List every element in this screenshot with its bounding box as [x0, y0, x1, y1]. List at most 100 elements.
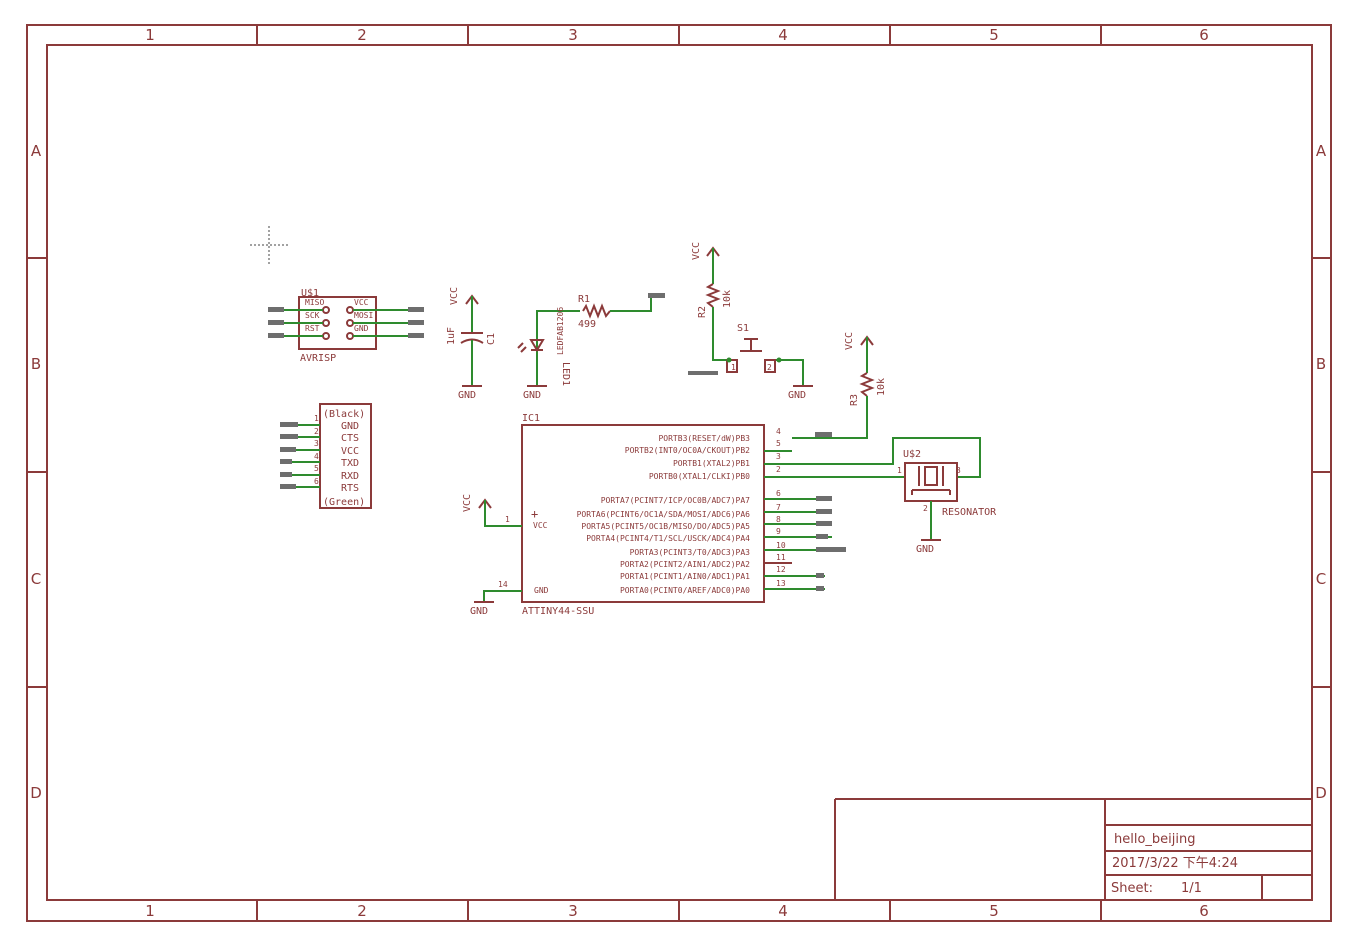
pin-label: RXD: [341, 471, 359, 482]
row-label: B: [1316, 355, 1326, 373]
pin-label: VCC: [341, 446, 359, 457]
component-led1[interactable]: LEDFAB1206 LED1 GND: [517, 307, 580, 401]
col-label: 1: [145, 26, 155, 44]
pin-number: 1: [897, 466, 902, 475]
col-label: 2: [357, 902, 367, 920]
pin-label: RST: [305, 324, 320, 333]
ref-label: C1: [486, 333, 497, 345]
col-label: 3: [568, 902, 578, 920]
col-label: 5: [989, 26, 999, 44]
net-label: VCC: [462, 494, 473, 512]
component-capacitor-c1[interactable]: VCC 1uF C1 GND: [446, 287, 497, 401]
pin-number: 6: [776, 489, 781, 498]
gnd-label: GND: [916, 544, 934, 555]
pin-number: 1: [731, 363, 736, 372]
pin-label: CTS: [341, 433, 359, 444]
component-ftdi-header[interactable]: (Black) (Green) GND CTS VCC TXD RXD RTS …: [280, 403, 372, 509]
component-ic1-attiny44[interactable]: IC1 ATTINY44-SSU + VCC GND 1 14 VCC GND …: [462, 413, 981, 617]
row-labels-left: A B C D: [30, 142, 42, 802]
ref-label: R3: [849, 394, 860, 406]
pin-label: GND: [341, 421, 359, 432]
pin-number: 3: [956, 466, 961, 475]
pin-label: VCC: [354, 298, 369, 307]
col-label: 3: [568, 26, 578, 44]
pin-label: MISO: [305, 298, 324, 307]
pin-number: 14: [498, 580, 508, 589]
pin-number: 2: [767, 363, 772, 372]
row-label: A: [31, 142, 42, 160]
pin-number: 1: [505, 515, 510, 524]
gnd-label: GND: [788, 390, 806, 401]
value-label: LEDFAB1206: [556, 307, 565, 355]
mcu-pin-names: PORTB3(RESET/dW)PB3 PORTB2(INT0/OC0A/CKO…: [577, 434, 751, 595]
value-label: 10k: [876, 378, 887, 396]
ref-label: R1: [578, 294, 590, 305]
pin-number: 4: [314, 452, 319, 461]
value-label: RESONATOR: [942, 507, 997, 518]
pin-number: 12: [776, 565, 786, 574]
value-label: ATTINY44-SSU: [522, 606, 594, 617]
component-resonator[interactable]: U$2 RESONATOR 1 2 3 GND: [897, 449, 997, 555]
pin-label: PORTA0(PCINT0/AREF/ADC0)PA0: [620, 586, 750, 595]
pin-label: TXD: [341, 458, 359, 469]
pin-label: VCC: [533, 521, 548, 530]
col-label: 1: [145, 902, 155, 920]
col-label: 6: [1199, 26, 1209, 44]
ftdi-bottom-label: (Green): [323, 497, 365, 508]
column-labels-bottom: 1 2 3 4 5 6: [145, 902, 1209, 920]
column-dividers: [256, 25, 1102, 921]
ref-label: S1: [737, 323, 749, 334]
pin-label: SCK: [305, 311, 320, 320]
ref-label: U$1: [301, 288, 319, 299]
col-label: 5: [989, 902, 999, 920]
pin-label: MOSI: [354, 311, 373, 320]
ref-label: R2: [697, 306, 708, 318]
value-label: 499: [578, 319, 596, 330]
col-label: 4: [778, 902, 788, 920]
ref-label: IC1: [522, 413, 540, 424]
mcu-pin-numbers: 4 5 3 2 6 7 8 9 10 11 12 13: [776, 427, 786, 588]
row-label: D: [30, 784, 42, 802]
pin-label: GND: [534, 586, 549, 595]
net-label: VCC: [844, 332, 855, 350]
pin-number: 3: [776, 452, 781, 461]
component-resistor-r3[interactable]: VCC R3 10k: [792, 332, 887, 439]
pin-number: 8: [776, 515, 781, 524]
pin-label: PORTA6(PCINT6/OC1A/SDA/MOSI/ADC6)PA6: [577, 510, 751, 519]
mcu-pin-wires: [764, 450, 846, 591]
row-label: D: [1315, 784, 1327, 802]
pin-label: PORTB1(XTAL2)PB1: [673, 459, 750, 468]
component-resistor-r2[interactable]: VCC R2 10k: [691, 242, 733, 318]
crosshair-cursor-icon: [250, 226, 290, 266]
value-label: 10k: [722, 290, 733, 308]
pin-number: 5: [776, 439, 781, 448]
pin-label: PORTB0(XTAL1/CLKI)PB0: [649, 472, 750, 481]
pin-number: 7: [776, 503, 781, 512]
gnd-label: GND: [470, 606, 488, 617]
pin-label: GND: [354, 324, 369, 333]
net-label: VCC: [691, 242, 702, 260]
pin-number: 13: [776, 579, 786, 588]
row-dividers: [27, 257, 1331, 688]
ref-label: LED1: [560, 362, 571, 386]
component-switch-s1[interactable]: S1 1 2 GND: [688, 307, 813, 401]
pin-number: 2: [314, 427, 319, 436]
component-avrisp[interactable]: U$1 AVRISP MISO SCK RST VCC MOSI GND: [268, 288, 424, 364]
pin-number: 9: [776, 527, 781, 536]
sheet-label: Sheet:: [1111, 881, 1153, 896]
pin-label: PORTA2(PCINT2/AIN1/ADC2)PA2: [620, 560, 750, 569]
pin-label: PORTA3(PCINT3/T0/ADC3)PA3: [630, 548, 751, 557]
pin-label: PORTB2(INT0/OC0A/CKOUT)PB2: [625, 446, 750, 455]
row-label: C: [1316, 570, 1326, 588]
column-labels-top: 1 2 3 4 5 6: [145, 26, 1209, 44]
pin-label: RTS: [341, 483, 359, 494]
component-resistor-r1[interactable]: R1 499: [578, 293, 665, 330]
pin-label: PORTA7(PCINT7/ICP/OC0B/ADC7)PA7: [601, 496, 750, 505]
col-label: 6: [1199, 902, 1209, 920]
gnd-label: GND: [458, 390, 476, 401]
sheet-value: 1/1: [1181, 881, 1202, 896]
pin-number: 3: [314, 439, 319, 448]
pin-number: 10: [776, 541, 786, 550]
pin-number: 6: [314, 477, 319, 486]
